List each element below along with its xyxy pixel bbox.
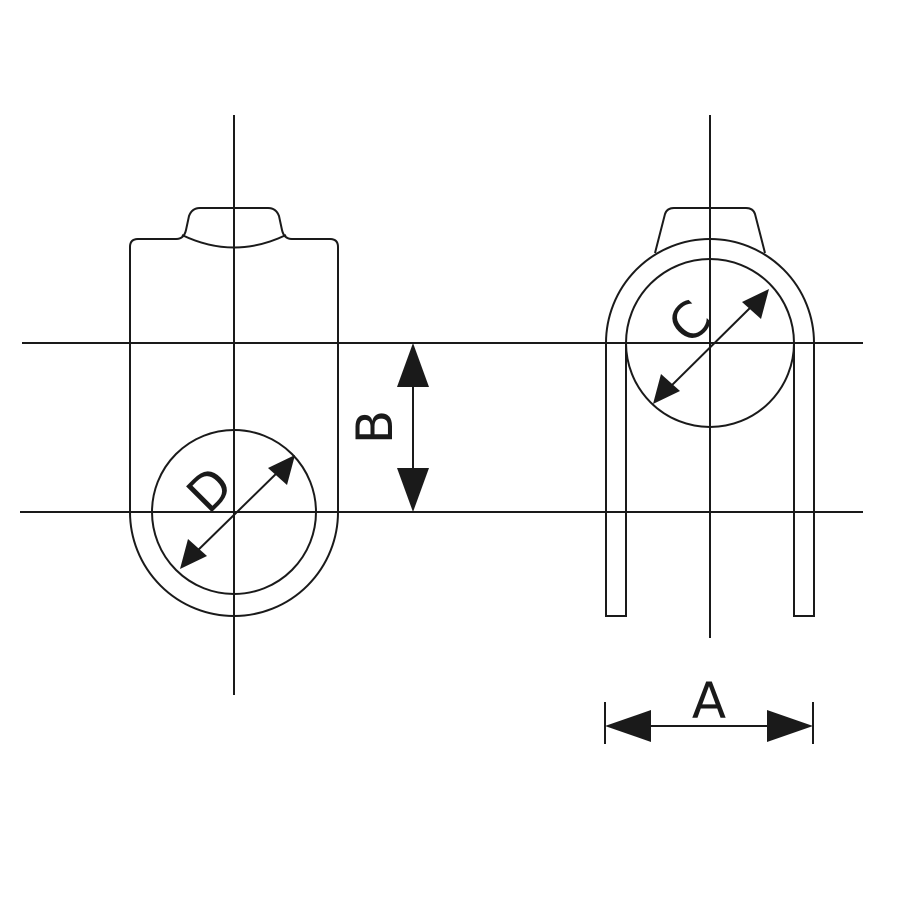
dimension-c-arrow-upper <box>742 289 769 319</box>
dimension-c-line <box>665 301 757 392</box>
side-view: D <box>129 115 339 695</box>
bore-circle-d <box>151 429 317 595</box>
dimension-a: A <box>604 672 814 744</box>
dimension-a-label: A <box>692 672 726 730</box>
front-view-outer-arc <box>605 238 815 344</box>
dimension-d-arrow-lower <box>180 539 207 569</box>
dimension-b-arrow-upper <box>397 343 429 387</box>
front-view-right-leg <box>793 343 815 617</box>
bore-circle-c <box>625 258 795 428</box>
front-view-top-tab <box>654 207 766 254</box>
dimension-a-arrow-right <box>767 710 813 742</box>
dimension-c-arrow-lower <box>653 374 680 404</box>
dimension-d-line <box>191 467 283 557</box>
front-view-left-leg <box>605 343 627 617</box>
dimension-a-arrow-left <box>605 710 651 742</box>
dimension-b: B <box>346 343 429 512</box>
dimension-b-label: B <box>346 410 404 444</box>
dimension-b-arrow-lower <box>397 468 429 512</box>
dimension-d-arrow-upper <box>268 455 295 485</box>
side-view-top-curve <box>181 234 287 249</box>
front-view: C <box>605 115 815 638</box>
